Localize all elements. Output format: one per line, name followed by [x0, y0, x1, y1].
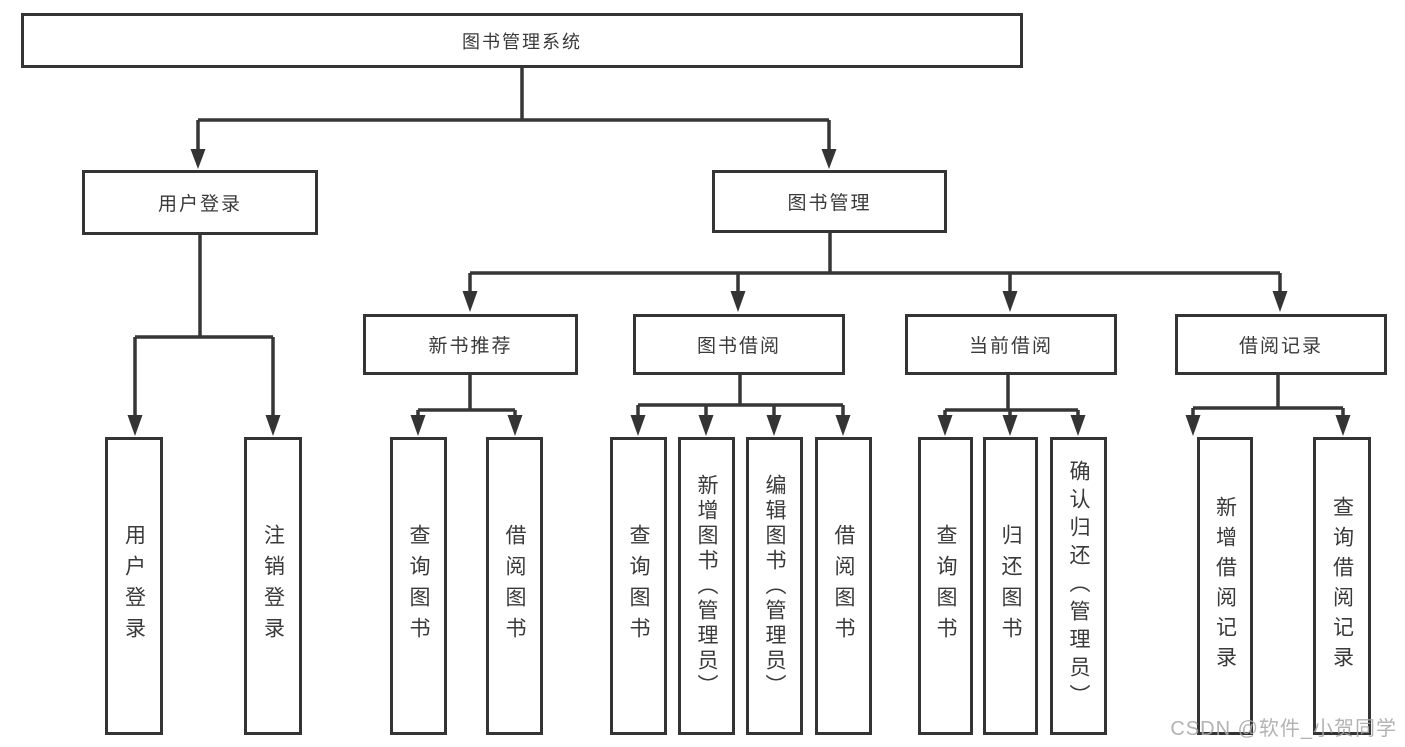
leaf-add-borrow-record-label: 新增借阅记录 — [1213, 496, 1237, 676]
leaf-borrow-books-recommendation-label: 借阅图书 — [503, 524, 526, 648]
leaf-user-login-label: 用户登录 — [122, 524, 146, 648]
watermark: CSDN @软件_小贺同学 — [1170, 718, 1397, 740]
leaf-return-books-label: 归还图书 — [999, 524, 1022, 648]
leaf-query-books-current: 查询图书 — [918, 437, 973, 735]
leaf-query-books-borrowing: 查询图书 — [610, 437, 667, 735]
node-new-book-recommendation: 新书推荐 — [363, 314, 578, 375]
node-borrowing-records: 借阅记录 — [1175, 314, 1387, 375]
leaf-logout: 注销登录 — [244, 437, 302, 735]
node-current-borrowing: 当前借阅 — [905, 314, 1117, 375]
leaf-query-borrow-record-label: 查询借阅记录 — [1330, 496, 1354, 676]
leaf-edit-books-admin: 编辑图书（管理员） — [746, 437, 803, 735]
leaf-return-books: 归还图书 — [983, 437, 1038, 735]
node-user-login: 用户登录 — [82, 170, 318, 235]
leaf-add-books-admin: 新增图书（管理员） — [678, 437, 735, 735]
leaf-add-books-admin-label: 新增图书（管理员） — [695, 473, 718, 699]
leaf-borrow-books-recommendation: 借阅图书 — [486, 437, 543, 735]
leaf-logout-label: 注销登录 — [261, 524, 285, 648]
leaf-query-borrow-record: 查询借阅记录 — [1313, 437, 1371, 735]
leaf-query-books-current-label: 查询图书 — [934, 524, 957, 648]
leaf-confirm-return-admin-label: 确认归还（管理员） — [1067, 460, 1090, 712]
leaf-confirm-return-admin: 确认归还（管理员） — [1050, 437, 1107, 735]
leaf-borrow-books-label: 借阅图书 — [832, 524, 855, 648]
node-book-borrowing: 图书借阅 — [633, 314, 845, 375]
leaf-borrow-books: 借阅图书 — [815, 437, 872, 735]
leaf-query-books-recommendation-label: 查询图书 — [407, 524, 430, 648]
node-book-management: 图书管理 — [712, 170, 947, 233]
leaf-query-books-borrowing-label: 查询图书 — [627, 524, 650, 648]
node-library-management-system: 图书管理系统 — [21, 13, 1023, 68]
leaf-user-login: 用户登录 — [105, 437, 163, 735]
leaf-add-borrow-record: 新增借阅记录 — [1197, 437, 1253, 735]
leaf-edit-books-admin-label: 编辑图书（管理员） — [763, 473, 786, 699]
leaf-query-books-recommendation: 查询图书 — [390, 437, 447, 735]
